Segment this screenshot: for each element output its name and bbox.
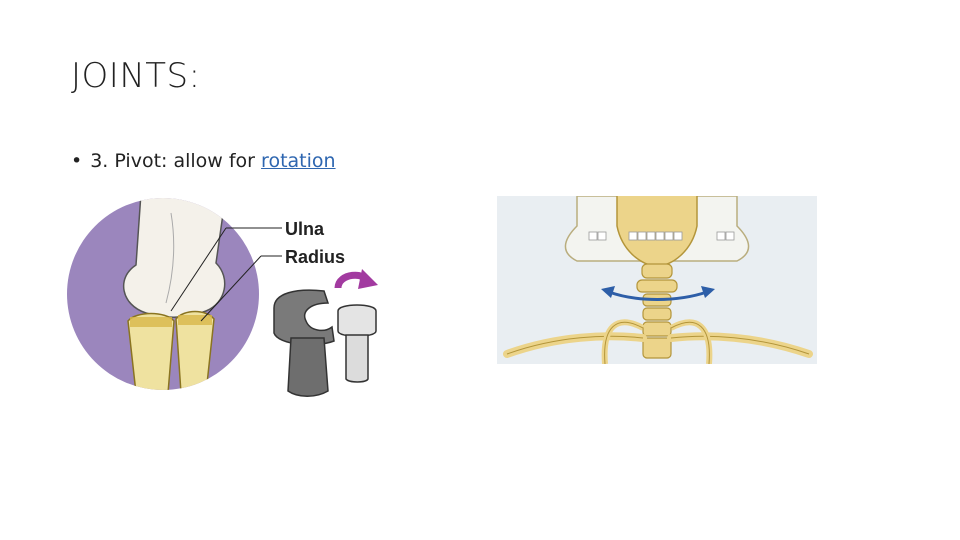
humerus-bone <box>122 198 227 318</box>
cervical-vertebrae <box>636 263 678 359</box>
elbow-pivot-joint-illustration: Ulna Radius <box>67 198 378 397</box>
radius-label: Radius <box>285 247 345 267</box>
rotation-arrow-icon <box>608 290 708 301</box>
slide-title: JOINTS: <box>71 56 201 96</box>
bullet-marker: • <box>71 150 83 172</box>
pivot-rod-model <box>337 304 377 337</box>
neck-rotation-illustration <box>497 196 817 364</box>
bullet-item: • 3. Pivot: allow for rotation <box>71 150 336 172</box>
bullet-text: 3. Pivot: allow for <box>90 150 262 172</box>
rotation-link[interactable]: rotation <box>261 150 336 172</box>
ulna-label: Ulna <box>285 219 325 239</box>
pivot-socket-model <box>273 289 335 346</box>
